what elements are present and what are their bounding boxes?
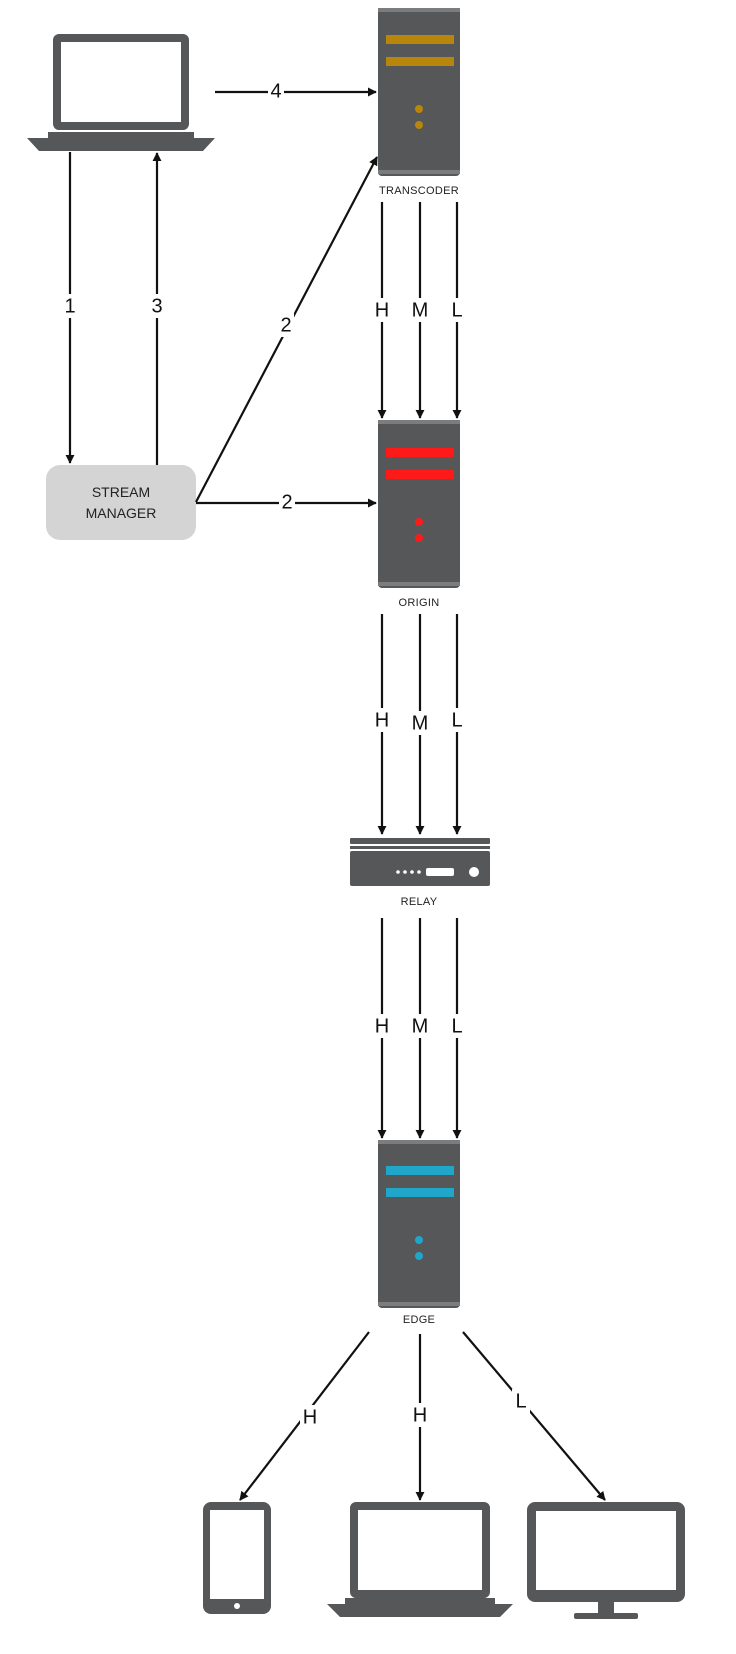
transcoder-server-icon[interactable] (378, 8, 460, 176)
label-step-2-transcoder: 2 (280, 314, 291, 336)
label-relay-edge-h: H (375, 1015, 389, 1037)
relay-device-icon[interactable] (350, 838, 490, 886)
origin-server-icon[interactable] (378, 420, 460, 588)
label-origin-relay-l: L (451, 709, 462, 731)
stream-manager-label-line2: MANAGER (86, 505, 157, 521)
label-origin-relay-h: H (375, 709, 389, 731)
client-laptop-icon (327, 1502, 513, 1617)
label-step-3: 3 (151, 295, 162, 317)
label-edge-monitor-l: L (515, 1390, 526, 1412)
origin-bar-2 (386, 470, 454, 479)
edge-bar-1 (386, 1166, 454, 1175)
transcoder-bar-2 (386, 57, 454, 66)
label-transcoder-origin-m: M (412, 299, 429, 321)
label-origin-relay-m: M (412, 712, 429, 734)
origin-label: ORIGIN (399, 597, 440, 609)
transcoder-label: TRANSCODER (379, 185, 459, 197)
stream-manager-label-line1: STREAM (92, 484, 150, 500)
publisher-laptop-icon (27, 34, 215, 151)
label-edge-phone-h: H (303, 1406, 317, 1428)
edge-label: EDGE (403, 1314, 435, 1326)
client-smartphone-icon (203, 1502, 271, 1614)
edge-labels: 1 3 4 2 2 H M L H M L H M L H H L (62, 80, 530, 1429)
label-step-2-origin: 2 (281, 491, 292, 513)
label-step-1: 1 (64, 295, 75, 317)
label-step-4: 4 (270, 80, 281, 102)
label-transcoder-origin-l: L (451, 299, 462, 321)
label-transcoder-origin-h: H (375, 299, 389, 321)
stream-manager-box (46, 465, 196, 540)
edge-server-icon[interactable] (378, 1140, 460, 1308)
stream-manager-node[interactable]: STREAM MANAGER (46, 465, 196, 540)
transcoder-bar-1 (386, 35, 454, 44)
label-relay-edge-m: M (412, 1015, 429, 1037)
origin-bar-1 (386, 448, 454, 457)
edge-bar-2 (386, 1188, 454, 1197)
label-edge-laptop-h: H (413, 1404, 427, 1426)
arrow-edge-to-monitor (462, 1331, 606, 1501)
relay-label: RELAY (401, 896, 438, 908)
client-monitor-icon (527, 1502, 685, 1619)
label-relay-edge-l: L (451, 1015, 462, 1037)
